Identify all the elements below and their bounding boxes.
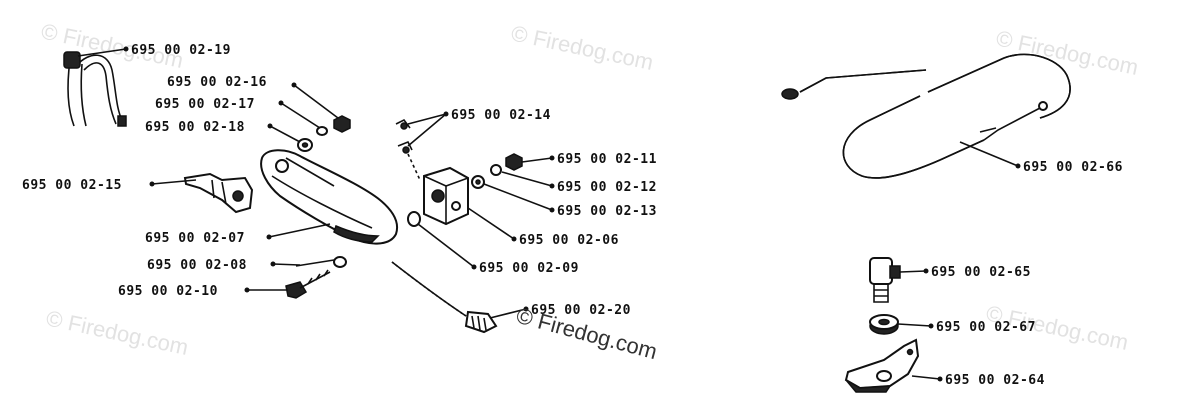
leader-64 [911, 375, 941, 380]
watermark: © Firedog.com [509, 20, 656, 75]
cable-part-66 [781, 53, 1071, 179]
callout-695-00-02-17: 695 00 02-17 [155, 97, 255, 112]
fitting-part-65 [869, 257, 901, 303]
callout-695-00-02-19: 695 00 02-19 [131, 43, 231, 58]
callout-695-00-02-65: 695 00 02-65 [931, 265, 1031, 280]
callout-695-00-02-16: 695 00 02-16 [167, 75, 267, 90]
callout-695-00-02-18: 695 00 02-18 [145, 120, 245, 135]
callout-695-00-02-09: 695 00 02-09 [479, 261, 579, 276]
callout-695-00-02-66: 695 00 02-66 [1023, 160, 1123, 175]
screws-part-14 [395, 118, 421, 181]
screw-part-08 [295, 256, 347, 268]
nut-part-16 [333, 115, 351, 133]
washer-part-17 [316, 126, 328, 136]
washer-part-12 [490, 164, 502, 176]
leader-lines [77, 46, 555, 319]
washer-part-67 [869, 314, 899, 335]
callout-695-00-02-07: 695 00 02-07 [145, 231, 245, 246]
callout-695-00-02-12: 695 00 02-12 [557, 180, 657, 195]
bracket-part-07 [260, 149, 398, 245]
washer-part-13 [471, 175, 485, 189]
leader-67 [897, 323, 932, 327]
callout-695-00-02-20: 695 00 02-20 [531, 303, 631, 318]
callout-695-00-02-11: 695 00 02-11 [557, 152, 657, 167]
nut-part-11 [505, 153, 523, 171]
watermark: © Firedog.com [994, 25, 1141, 80]
ring-part-09 [407, 211, 421, 227]
wire-harness-part [63, 51, 127, 127]
callout-695-00-02-64: 695 00 02-64 [945, 373, 1045, 388]
callout-695-00-02-13: 695 00 02-13 [557, 204, 657, 219]
callout-695-00-02-14: 695 00 02-14 [451, 108, 551, 123]
lever-part-15 [183, 172, 254, 214]
callout-695-00-02-67: 695 00 02-67 [936, 320, 1036, 335]
bracket-part-64 [844, 338, 920, 393]
callout-695-00-02-15: 695 00 02-15 [22, 178, 122, 193]
callout-695-00-02-08: 695 00 02-08 [147, 258, 247, 273]
housing-part-06 [423, 166, 469, 226]
watermark: © Firedog.com [44, 305, 191, 360]
leader-65 [899, 270, 927, 273]
callout-695-00-02-06: 695 00 02-06 [519, 233, 619, 248]
washer-part-18 [297, 138, 313, 152]
callout-695-00-02-10: 695 00 02-10 [118, 284, 218, 299]
bolt-part-10 [285, 269, 331, 299]
callout-labels-left: 695 00 02-19 695 00 02-16 695 00 02-17 6… [22, 43, 657, 318]
leader-66 [959, 141, 1019, 167]
hose-part-20 [391, 261, 498, 334]
